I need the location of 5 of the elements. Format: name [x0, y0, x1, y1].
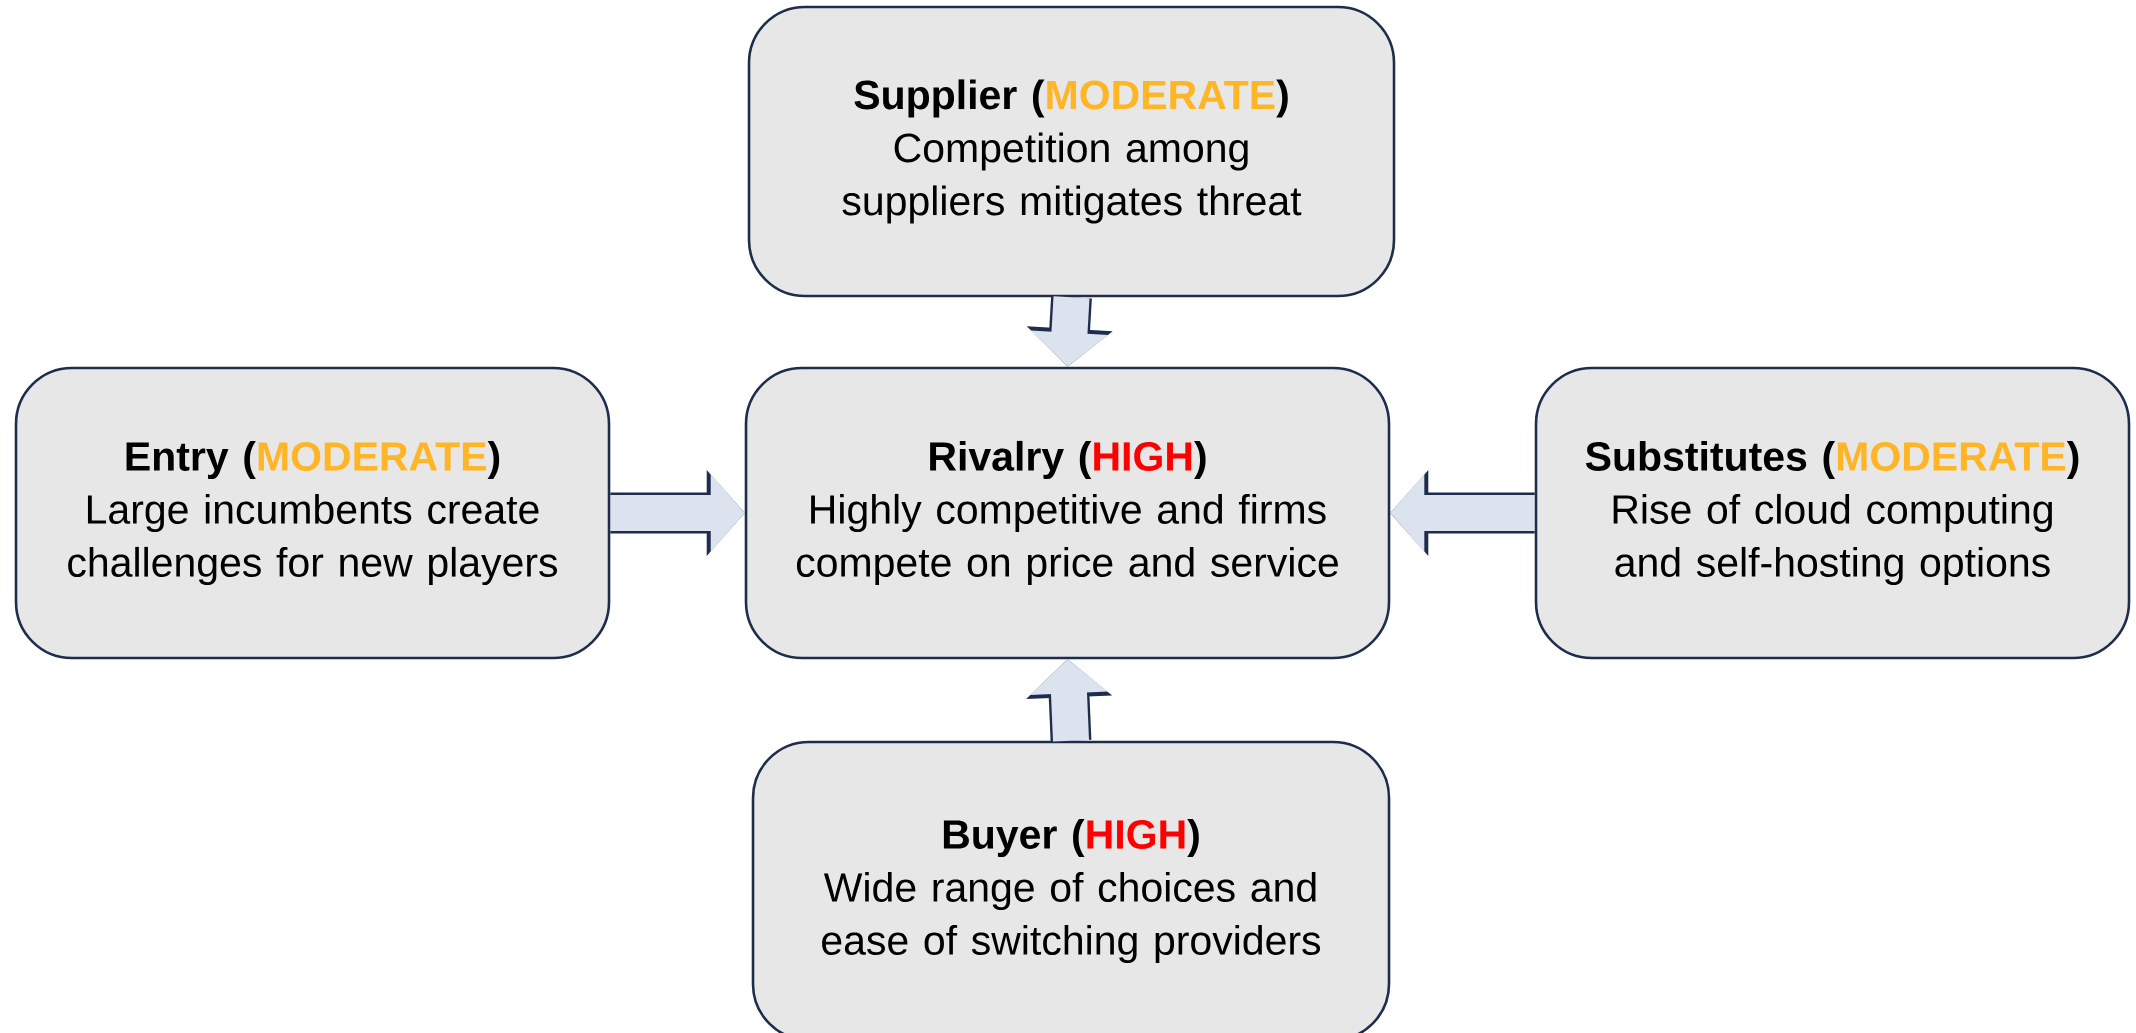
process-box: Substitutes (MODERATE) Rise of cloud computing and self-hosting options	[1534, 366, 2131, 660]
process-box: Entry (MODERATE) Large incumbents create challenges for new players	[14, 366, 611, 660]
process-box: Buyer (HIGH) Wide range of choices and ease of switching providers	[751, 740, 1391, 1033]
process-box: Rivalry (HIGH) Highly competitive and firms compete on price and service	[744, 366, 1391, 660]
process-box: Supplier (MODERATE) Competition among suppliers mitigates threat	[747, 5, 1396, 298]
